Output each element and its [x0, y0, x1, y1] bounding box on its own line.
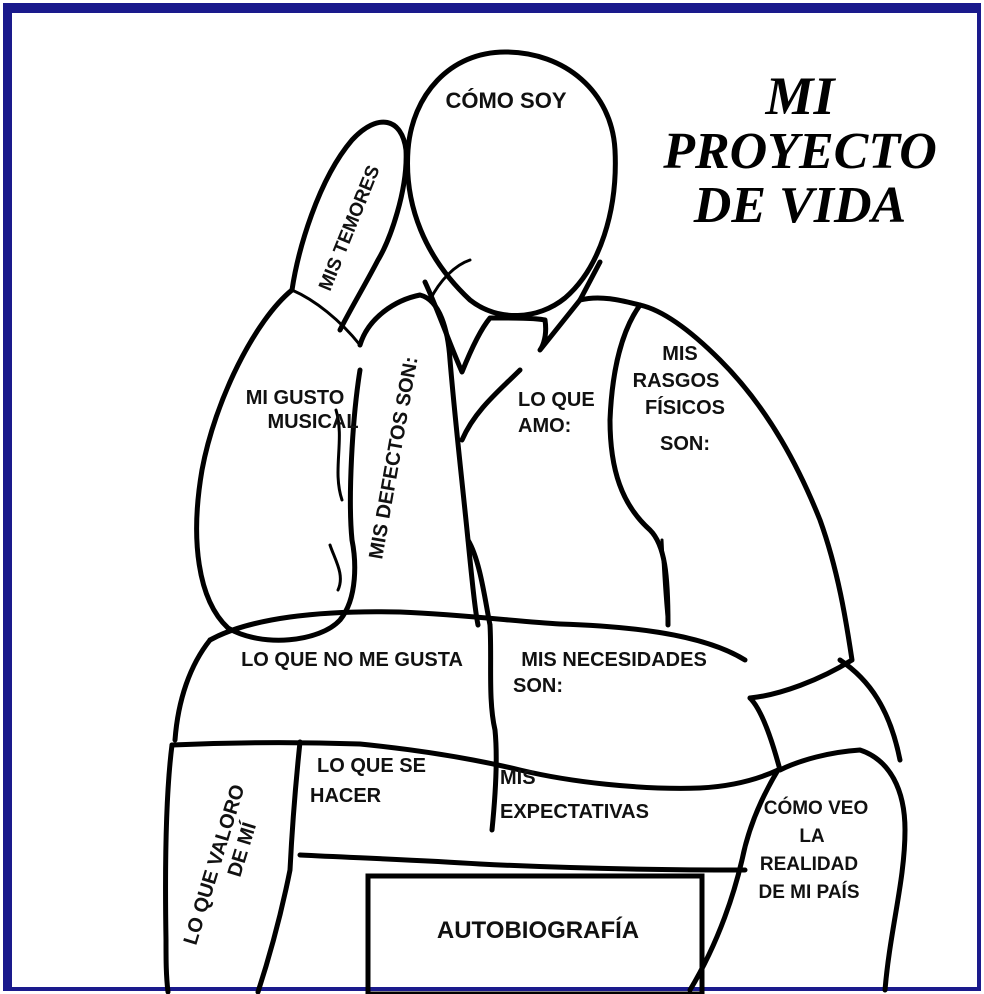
right-leg-outline — [747, 695, 908, 993]
shin-outline — [687, 767, 781, 993]
jacket-outline — [577, 295, 855, 701]
jacket-seam — [660, 538, 670, 627]
label-expectativas-1: MIS — [500, 767, 536, 789]
label-no-me-gusta: LO QUE NO ME GUSTA — [241, 649, 463, 671]
title-line-2: PROYECTO — [662, 123, 937, 180]
belly-left-outline — [172, 637, 213, 743]
label-realidad-2: LA — [799, 826, 825, 847]
label-rasgos-2: RASGOS — [633, 370, 720, 392]
sleeve-outline — [357, 292, 481, 628]
left-leg-inner — [255, 739, 303, 994]
head-outline — [405, 49, 618, 318]
collar-left — [428, 258, 472, 302]
label-necesidades-2: SON: — [513, 675, 563, 697]
label-rasgos-1: MIS — [662, 343, 698, 365]
label-realidad-1: CÓMO VEO — [764, 797, 869, 819]
collar-outline — [422, 259, 603, 375]
label-gusto-1: MI GUSTO — [246, 387, 345, 409]
belly-top-outline — [207, 609, 748, 663]
label-realidad-3: REALIDAD — [760, 854, 858, 875]
label-gusto-2: MUSICAL — [267, 411, 358, 433]
label-amo-1: LO QUE — [518, 389, 595, 411]
label-se-hacer-2: HACER — [310, 785, 382, 807]
label-amo-2: AMO: — [518, 415, 571, 437]
title-line-1: MI — [764, 66, 836, 126]
label-mis-defectos: MIS DEFECTOS SON: — [365, 355, 422, 561]
lap-outline — [297, 852, 748, 873]
upper-arm-outline — [194, 287, 363, 643]
right-knee-outline — [837, 657, 903, 763]
label-realidad-4: DE MI PAÍS — [759, 881, 860, 903]
belly-divider — [487, 622, 499, 833]
belly-bottom-outline — [169, 740, 781, 791]
label-autobiografia: AUTOBIOGRAFÍA — [437, 916, 639, 944]
elbow-pad-outline — [290, 288, 362, 347]
book-outline — [365, 873, 705, 994]
hand-lines — [328, 408, 344, 592]
label-necesidades-1: MIS NECESIDADES — [521, 649, 707, 671]
lapel-right — [607, 302, 671, 628]
label-se-hacer-1: LO QUE SE — [317, 755, 426, 777]
label-rasgos-4: SON: — [660, 433, 710, 455]
raised-forearm-outline — [289, 119, 409, 333]
left-leg-outline — [163, 742, 175, 994]
title-line-3: DE VIDA — [693, 177, 906, 234]
label-como-soy: CÓMO SOY — [445, 88, 566, 113]
label-rasgos-3: FÍSICOS — [645, 396, 725, 419]
label-expectativas-2: EXPECTATIVAS — [500, 801, 649, 823]
